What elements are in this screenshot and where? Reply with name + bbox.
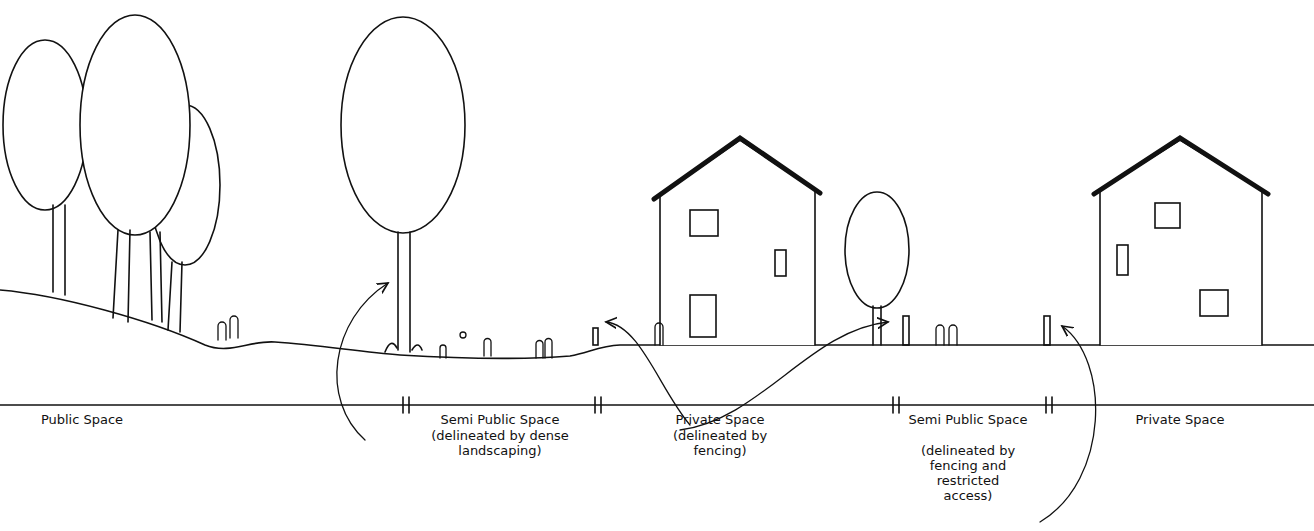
tree-cluster xyxy=(3,15,220,332)
zone-label: Semi Public Space xyxy=(908,412,1028,427)
zone-note: (delineated by dense landscaping) xyxy=(415,428,585,458)
zone-note: (delineated by fencing) xyxy=(645,428,795,458)
zone-note: (delineated by fencing and restricted ac… xyxy=(918,443,1018,503)
tree xyxy=(845,192,909,345)
people-figures xyxy=(218,316,957,358)
zone-label: Semi Public Space xyxy=(410,412,590,427)
tree xyxy=(341,17,465,352)
house xyxy=(654,138,820,345)
zone-label: Public Space xyxy=(2,412,162,427)
leader-line xyxy=(337,283,1096,522)
zone-label: Private Space xyxy=(640,412,800,427)
zone-ticks xyxy=(403,397,1052,413)
fence-post xyxy=(593,316,1050,345)
house xyxy=(1094,138,1268,345)
zone-baseline xyxy=(0,404,1314,406)
zone-label: Private Space xyxy=(1100,412,1260,427)
